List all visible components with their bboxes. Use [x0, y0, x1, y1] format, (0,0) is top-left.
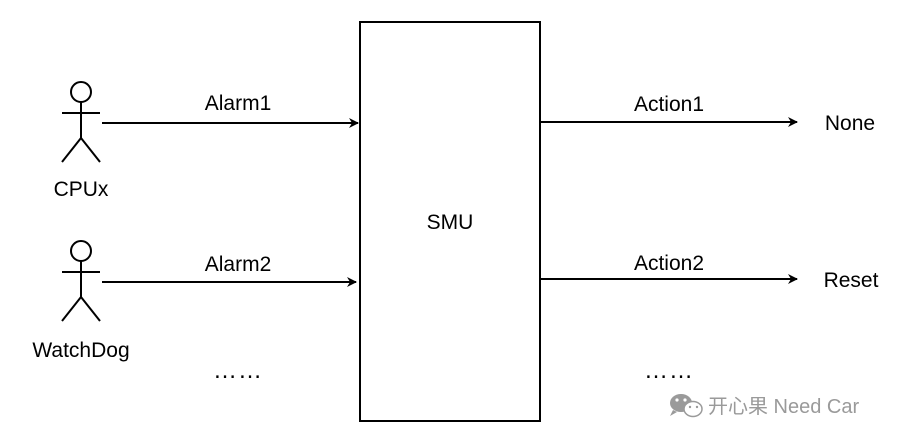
actor-cpux: CPUx: [54, 81, 109, 201]
edge-alarm1: Alarm1: [102, 92, 359, 128]
edge-action1-label: Action1: [634, 93, 704, 116]
actor-figure-icon: [61, 81, 101, 163]
edge-action2: Action2: [541, 252, 798, 284]
edge-action2-label: Action2: [634, 252, 704, 275]
watermark: 开心果 Need Car: [670, 394, 859, 418]
target-reset: Reset: [824, 269, 879, 292]
edge-alarm2: Alarm2: [102, 253, 357, 287]
smu-node: SMU: [359, 21, 541, 422]
right-ellipsis: ……: [644, 357, 694, 384]
smu-box: [359, 21, 541, 422]
actor-label-cpux: CPUx: [54, 178, 109, 201]
actor-label-watchdog: WatchDog: [32, 339, 129, 362]
smu-label: SMU: [427, 211, 474, 234]
actor-figure-icon: [61, 240, 101, 322]
left-ellipsis: ……: [213, 357, 263, 384]
edge-action1: Action1: [541, 93, 798, 127]
edge-alarm2-label: Alarm2: [205, 253, 272, 276]
edge-alarm1-label: Alarm1: [205, 92, 272, 115]
wechat-icon: [670, 394, 703, 418]
watermark-text: 开心果 Need Car: [708, 396, 859, 418]
target-none: None: [825, 112, 875, 135]
actor-watchdog: WatchDog: [32, 240, 130, 362]
